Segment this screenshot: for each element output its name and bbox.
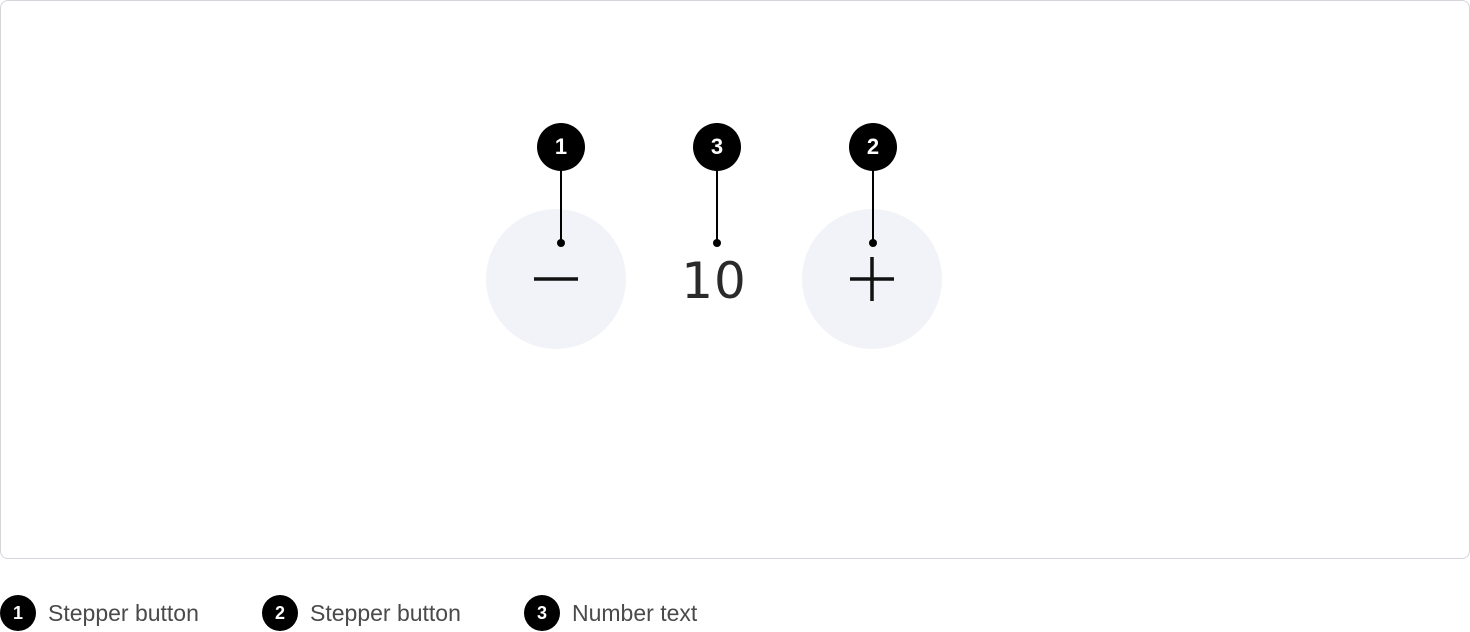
plus-icon: [850, 257, 894, 301]
legend-label-2: Stepper button: [310, 599, 461, 626]
annotation-leader-2: [872, 171, 874, 243]
annotation-dot-2: [869, 239, 877, 247]
annotation-leader-1: [560, 171, 562, 243]
annotation-marker-3: 3: [693, 123, 741, 171]
legend-label-3: Number text: [572, 599, 698, 626]
legend-label-1: Stepper button: [48, 599, 199, 626]
legend-badge-1: 1: [0, 595, 36, 631]
annotation-dot-1: [557, 239, 565, 247]
legend-item-1: 1 Stepper button: [0, 595, 199, 631]
stepper-value: 10: [681, 252, 747, 310]
annotation-marker-1: 1: [537, 123, 585, 171]
legend-item-2: 2 Stepper button: [262, 595, 461, 631]
decrement-button[interactable]: [486, 209, 626, 349]
legend-item-3: 3 Number text: [524, 595, 697, 631]
minus-icon: [534, 277, 578, 281]
annotation-leader-3: [716, 171, 718, 243]
legend-badge-2: 2: [262, 595, 298, 631]
legend-badge-3: 3: [524, 595, 560, 631]
annotation-marker-2: 2: [849, 123, 897, 171]
annotation-dot-3: [713, 239, 721, 247]
component-canvas: 10 1 3 2: [0, 0, 1470, 559]
